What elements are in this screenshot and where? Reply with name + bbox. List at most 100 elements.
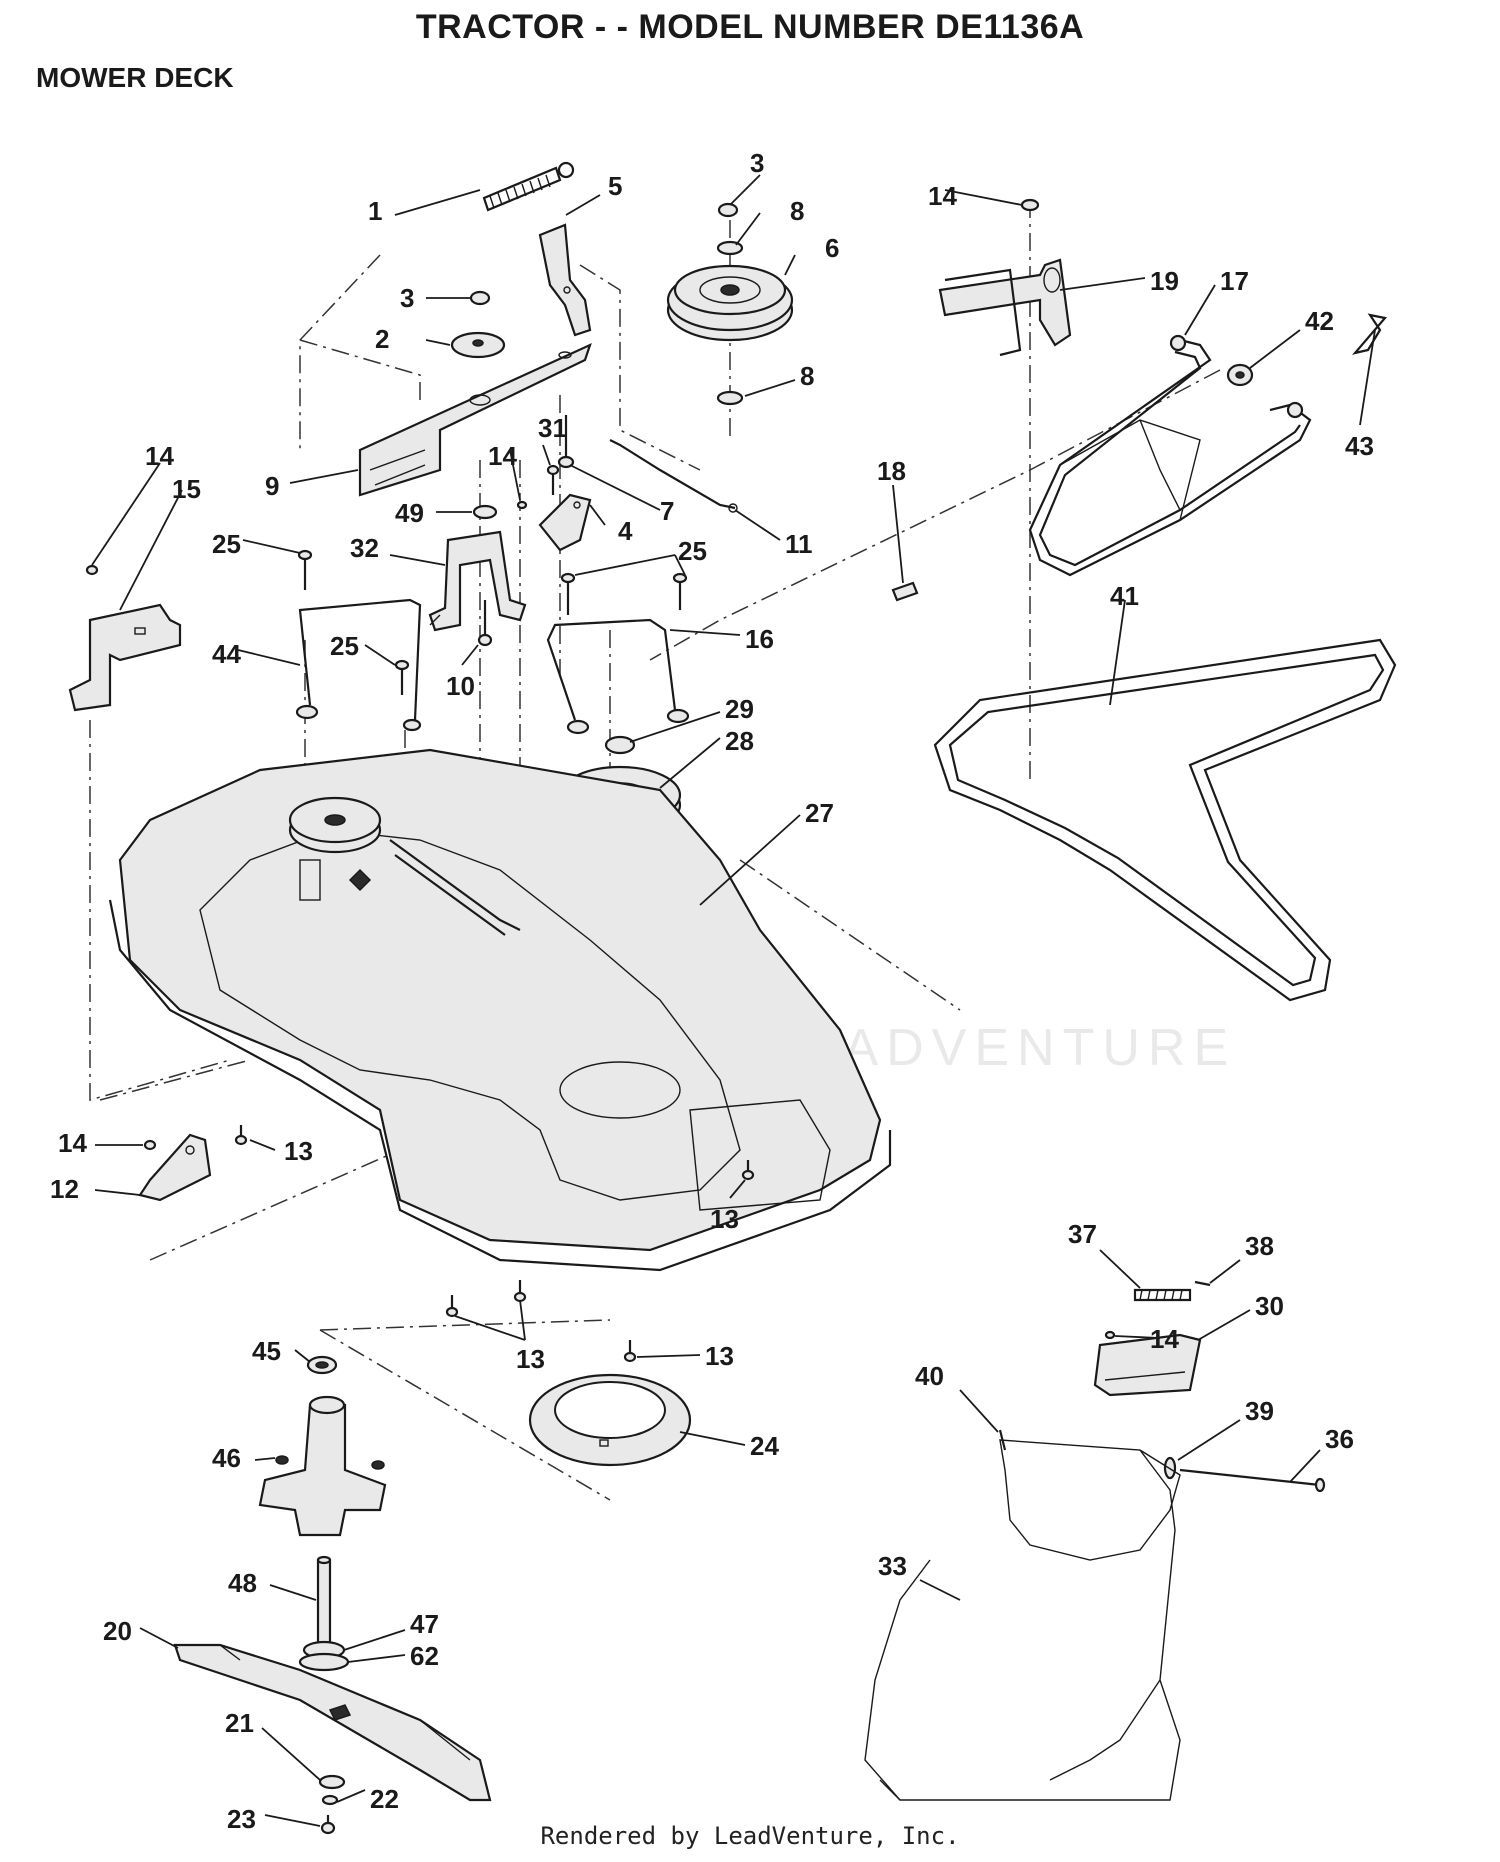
callout-label: 23	[227, 1804, 256, 1834]
callout-label: 3	[750, 148, 764, 178]
callout-label: 25	[212, 529, 241, 559]
bolt-part-13a	[234, 1125, 248, 1146]
bolt-part-13c	[445, 1295, 459, 1318]
u-bracket-part-32	[428, 530, 527, 632]
bracket-part-19	[938, 258, 1072, 357]
belt-part-41	[933, 638, 1397, 1002]
callout-label: 13	[284, 1136, 313, 1166]
callout-label: 25	[330, 631, 359, 661]
callout-label: 47	[410, 1609, 439, 1639]
callout-label: 25	[678, 536, 707, 566]
frame-part-17	[1028, 334, 1312, 577]
bolt-part-25b	[394, 659, 410, 695]
callout-label: 9	[265, 471, 279, 501]
callout-label: 14	[1150, 1324, 1179, 1354]
pin-part-18	[891, 581, 919, 602]
callout-label: 62	[410, 1641, 439, 1671]
nut-part-14b	[516, 500, 528, 510]
callout-label: 30	[1255, 1291, 1284, 1321]
bracket-part-4	[538, 493, 592, 552]
bracket-part-15	[68, 603, 182, 712]
spindle-shaft-part-48	[316, 1555, 332, 1652]
bearing-part-45	[306, 1355, 338, 1375]
callout-label: 13	[705, 1341, 734, 1371]
callout-label: 39	[1245, 1396, 1274, 1426]
callout-label: 14	[928, 181, 957, 211]
callout-label: 4	[618, 516, 633, 546]
washer-part-8b	[716, 390, 744, 406]
callout-label: 44	[212, 639, 241, 669]
callout-label: 36	[1325, 1424, 1354, 1454]
callout-label: 7	[660, 496, 674, 526]
ring-part-24	[528, 1373, 692, 1467]
bracket-part-5	[538, 223, 592, 337]
rod-part-36	[1179, 1468, 1326, 1493]
bolt-part-25c	[560, 572, 576, 615]
callout-label: 24	[750, 1431, 779, 1461]
bolt-part-25a	[297, 549, 313, 590]
callout-label: 11	[785, 529, 813, 559]
callout-label: 5	[608, 171, 622, 201]
nut-part-14c	[1020, 198, 1040, 212]
callout-label: 37	[1068, 1219, 1097, 1249]
rod-part-11	[609, 439, 738, 513]
callout-label: 49	[395, 498, 424, 528]
callout-label: 29	[725, 694, 754, 724]
callout-label: 1	[368, 196, 382, 226]
callout-label: 45	[252, 1336, 281, 1366]
bolt-part-31	[546, 464, 560, 495]
callout-label: 14	[58, 1128, 87, 1158]
grass-chute-part-33	[864, 1439, 1181, 1801]
callout-label: 15	[172, 474, 201, 504]
render-credit: Rendered by LeadVenture, Inc.	[540, 1822, 960, 1850]
spring-part-1	[482, 161, 575, 212]
bolt-part-25d	[672, 572, 688, 610]
washer-part-2	[450, 331, 506, 359]
callout-label: 2	[375, 324, 389, 354]
callout-label: 28	[725, 726, 754, 756]
callout-label: 17	[1220, 266, 1249, 296]
callout-label: 38	[1245, 1231, 1274, 1261]
callout-label: 14	[488, 441, 517, 471]
callout-label: 16	[745, 624, 774, 654]
callout-label: 41	[1110, 581, 1139, 611]
deflector-part-30	[1093, 1333, 1202, 1397]
nut-part-3b	[717, 202, 739, 218]
spring-part-37	[1133, 1288, 1192, 1302]
callout-label: 33	[878, 1551, 907, 1581]
idler-pulley-part-6	[666, 264, 794, 342]
callout-label: 13	[516, 1344, 545, 1374]
callout-label: 12	[50, 1174, 79, 1204]
callout-label: 19	[1150, 266, 1179, 296]
callout-label: 3	[400, 283, 414, 313]
hairpin-part-43	[1351, 313, 1388, 355]
bolt-part-13e	[623, 1340, 637, 1363]
callout-label: 31	[538, 413, 567, 443]
page-title: TRACTOR - - MODEL NUMBER DE1136A	[415, 8, 1085, 46]
baffle-part-44	[295, 598, 422, 732]
baffle-part-16	[546, 618, 690, 735]
bracket-part-38	[1194, 1280, 1211, 1287]
washer-part-8a	[716, 240, 744, 256]
callout-label: 8	[790, 196, 804, 226]
nut-part-14d	[143, 1139, 157, 1151]
callout-label: 10	[446, 671, 475, 701]
leader-lines	[91, 174, 1376, 1827]
callout-label: 43	[1345, 431, 1374, 461]
callout-labels: 1 2 3 3 4 5 6 7 8 8 9 10 11 12 13 13 13 …	[50, 148, 1374, 1834]
spindle-housing-part-46	[258, 1395, 387, 1537]
callout-label: 6	[825, 233, 839, 263]
callout-label: 18	[877, 456, 906, 486]
nut-part-14e	[1104, 1330, 1116, 1340]
mower-deck-part-27	[108, 748, 892, 1272]
section-title: MOWER DECK	[36, 62, 234, 93]
callout-label: 42	[1305, 306, 1334, 336]
callout-label: 46	[212, 1443, 241, 1473]
washer-part-62	[298, 1652, 350, 1672]
bolt-part-23	[320, 1815, 336, 1835]
callout-label: 48	[228, 1568, 257, 1598]
callout-label: 22	[370, 1784, 399, 1814]
callout-label: 40	[915, 1361, 944, 1391]
callout-label: 21	[225, 1708, 254, 1738]
